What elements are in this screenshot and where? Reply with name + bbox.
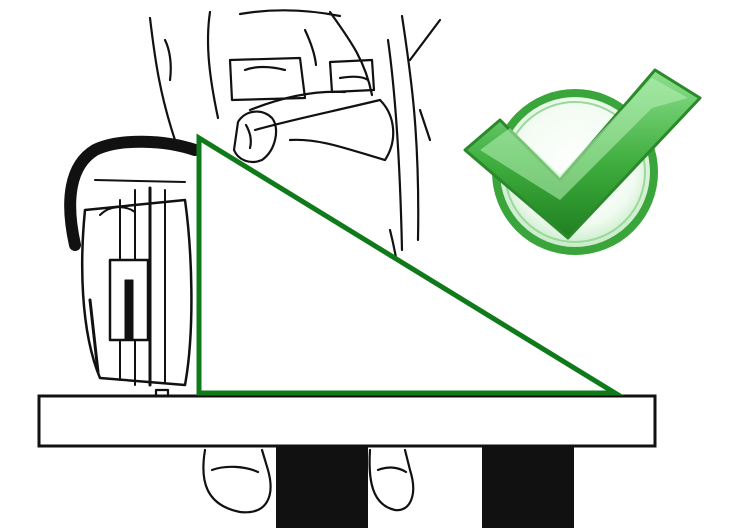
workbench-top [39,396,655,446]
workbench-leg-right [482,446,574,528]
workbench [39,396,655,528]
chainsaw [70,142,195,426]
checkmark-icon [465,70,700,251]
workbench-leg-left [276,446,368,528]
